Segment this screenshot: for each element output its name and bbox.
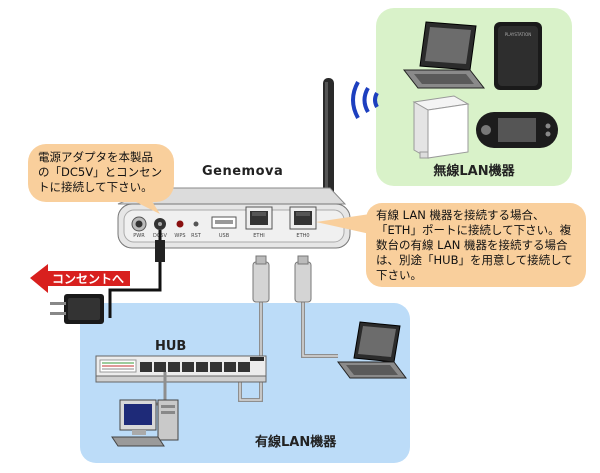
device-name: Genemova: [202, 164, 284, 179]
port-label-usb: USB: [219, 233, 230, 239]
handheld-console-icon: [476, 112, 558, 148]
wps-button: [176, 220, 184, 228]
desktop-pc-icon: [111, 399, 179, 447]
power-adapter-icon: [50, 294, 104, 324]
power-cable: [108, 230, 165, 318]
wired-callout: 有線 LAN 機器を接続する場合、「ETH」ポートに接続して下さい。複数台の有線…: [366, 203, 586, 287]
wireless-devices-label: 無線LAN機器: [433, 164, 515, 179]
outlet-label: コンセントへ: [52, 272, 124, 286]
dc5v-jack: [154, 218, 166, 230]
eth0-port: [289, 206, 317, 230]
wireless-devices-illustration: PLAYSTATION: [402, 21, 558, 159]
hub-device: [95, 355, 267, 383]
white-console-icon: [412, 95, 470, 159]
port-label-wps: WPS: [174, 233, 185, 239]
wired-callout-text: 有線 LAN 機器を接続する場合、「ETH」ポートに接続して下さい。複数台の有線…: [376, 208, 573, 282]
ethernet-cable-eth0: [294, 255, 338, 358]
ethernet-cable-eth1: [238, 255, 270, 402]
port-label-eth0: ETH0: [296, 233, 309, 239]
usb-port: [211, 216, 237, 229]
power-callout-text: 電源アダプタを本製品の「DC5V」とコンセントに接続して下さい。: [38, 150, 163, 194]
wired-laptop-icon: [337, 321, 407, 379]
hub-label: HUB: [155, 339, 187, 354]
eth1-port: [245, 206, 273, 230]
wired-devices-label: 有線LAN機器: [255, 435, 337, 450]
port-label-eth1: ETHI: [253, 233, 264, 239]
rst-button: [193, 221, 199, 227]
port-label-rst: RST: [191, 233, 202, 239]
outlet-arrow-icon: [30, 264, 130, 293]
wireless-devices-panel: PLAYSTATION 無線LAN機器: [376, 8, 572, 186]
wired-devices-panel: 有線LAN機器 HUB: [80, 303, 410, 463]
game-console-icon: PLAYSTATION: [494, 22, 542, 90]
power-callout: 電源アダプタを本製品の「DC5V」とコンセントに接続して下さい。: [28, 144, 174, 202]
pwr-button: [131, 216, 147, 232]
svg-text:PLAYSTATION: PLAYSTATION: [505, 32, 531, 37]
port-label-pwr: PWR: [133, 233, 145, 239]
wireless-waves-icon: [351, 81, 379, 119]
laptop-icon: [402, 21, 486, 89]
antenna-icon: [323, 78, 334, 208]
